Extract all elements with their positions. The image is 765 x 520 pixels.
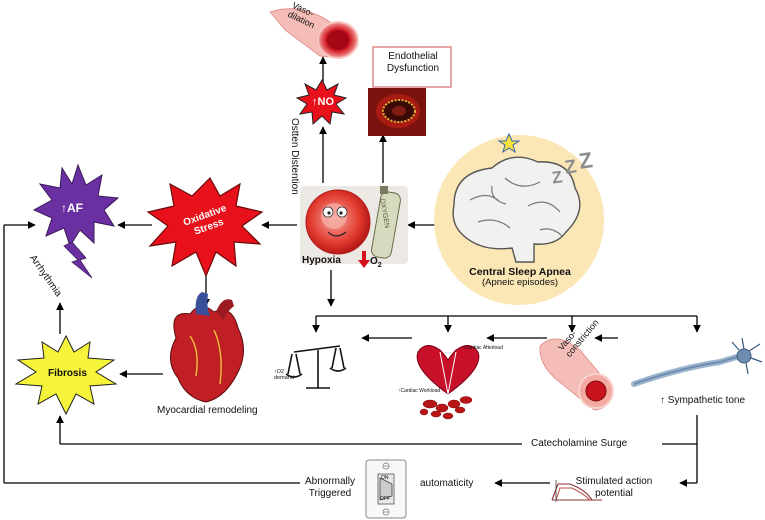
o2-demand-label: ↑O2 demand (274, 369, 294, 382)
apnea-group (434, 132, 604, 305)
action-potential-graph (551, 480, 602, 502)
switch-off-label: OFF (380, 496, 390, 502)
stimulated-line1: Stimulated action (575, 476, 653, 487)
endothelial-label: Endothelial Dysfunction (375, 51, 451, 74)
abnormal-line1: Abnormally (304, 476, 356, 487)
sympathetic-label: ↑ Sympathetic tone (660, 395, 746, 406)
af-label: ↑AF (61, 201, 83, 216)
no-up-arrow: ↑ (312, 96, 318, 108)
abnormal-line2: Triggered (308, 487, 352, 499)
vasodilation-vessel (269, 8, 359, 59)
no-star (295, 78, 348, 126)
workload-label: ↑Cardiac Workload (398, 388, 441, 394)
zzz-2: Z (563, 156, 578, 179)
csa-title: Central Sleep Apnea (469, 266, 571, 278)
o2-demand-line1: ↑O2 (274, 369, 285, 375)
automaticity-label: automaticity (420, 478, 474, 489)
no-label: ↑NO (312, 96, 334, 109)
hypoxia-figure (300, 186, 408, 268)
catecholamine-label: Catecholamine Surge (531, 438, 628, 449)
endothelial-panel (368, 46, 452, 136)
switch-on-label: ON (381, 475, 389, 481)
neuron (631, 337, 763, 387)
fibrosis-star (14, 334, 118, 416)
af-star (32, 163, 120, 279)
af-up-arrow: ↑ (61, 201, 67, 215)
balance-scale (285, 345, 347, 389)
fibrosis-label: Fibrosis (48, 368, 87, 379)
ostten-distention-label: Ostten Distention (289, 118, 300, 195)
vasoconstriction-vessel (539, 338, 614, 411)
o2-symbol: O (370, 256, 378, 267)
connector-arrows (3, 56, 701, 487)
oxidative-star (146, 177, 264, 278)
endothelial-line1: Endothelial (388, 51, 438, 62)
heart-workload (416, 345, 480, 420)
o2-demand-line2: demand (274, 375, 294, 382)
no-text: NO (317, 96, 335, 108)
o2-subscript: 2 (377, 262, 382, 269)
o2-label: O2 (370, 256, 382, 270)
csa-subtitle: (Apneic episodes) (481, 277, 559, 288)
myocardial-label: Myocardial remodeling (157, 405, 258, 416)
stimulated-line2: potential (595, 487, 633, 499)
endothelial-line2: Dysfunction (386, 62, 440, 74)
abnormally-triggered-label: Abnormally Triggered (300, 476, 360, 499)
anatomic-heart (170, 292, 244, 403)
stimulated-label: Stimulated action potential (558, 476, 670, 499)
afterload-label: ↑Cardiac Afterload (462, 345, 503, 351)
hypoxia-label: Hypoxia (302, 255, 341, 266)
af-text: AF (67, 201, 83, 215)
light-switch (365, 459, 407, 519)
